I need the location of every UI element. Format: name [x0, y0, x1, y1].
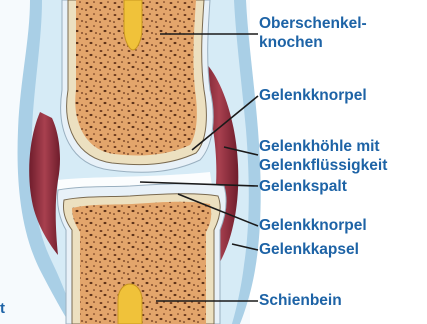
label-cartilage-bottom: Gelenkknorpel [259, 216, 367, 235]
label-joint-cavity: Gelenkhöhle mit Gelenkflüssigkeit [259, 137, 387, 175]
label-femur-line1: Oberschenkel- [259, 14, 367, 33]
femur-marrow [124, 0, 142, 50]
label-cavity-line1: Gelenkhöhle mit [259, 137, 387, 156]
label-cartilage-top: Gelenkknorpel [259, 86, 367, 105]
label-joint-gap: Gelenkspalt [259, 177, 347, 196]
label-cavity-line2: Gelenkflüssigkeit [259, 156, 387, 175]
label-femur: Oberschenkel- knochen [259, 14, 367, 52]
cropped-text-fragment: t [0, 300, 5, 318]
label-femur-line2: knochen [259, 33, 367, 52]
tibia-marrow [118, 284, 142, 324]
label-capsule: Gelenkkapsel [259, 240, 359, 259]
label-tibia: Schienbein [259, 291, 342, 310]
